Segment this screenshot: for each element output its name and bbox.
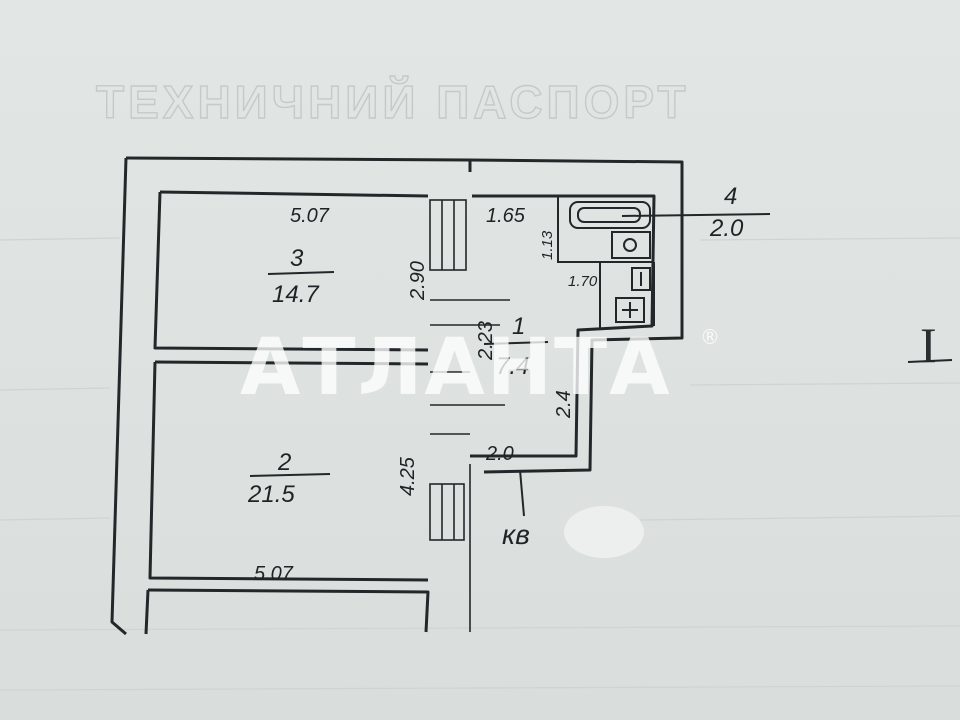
room-1-number: 1 xyxy=(512,313,525,340)
faint-form-lines xyxy=(0,237,960,691)
toilet-icon xyxy=(615,297,645,323)
room-1-area: 7.4 xyxy=(496,353,529,380)
hall-top-dim: 1.65 xyxy=(486,205,526,227)
room-3-area: 14.7 xyxy=(272,281,320,308)
hall-bottom-dim: 2.0 xyxy=(485,443,514,465)
bath-width-dim: 1.70 xyxy=(568,273,598,290)
room-2-label: 2 21.5 xyxy=(247,449,331,508)
room-3-number: 3 xyxy=(290,245,304,272)
room-2-depth-dim: 4.25 xyxy=(397,456,419,496)
section-mark: I xyxy=(920,317,937,373)
apartment-label: кв xyxy=(502,519,530,550)
hall-side-dim: 2.23 xyxy=(475,321,497,361)
room-2-number: 2 xyxy=(277,449,291,476)
entrance-leader-line xyxy=(519,469,525,517)
bath-side-dim: 1.13 xyxy=(539,230,556,260)
room-3-width-dim: 5.07 xyxy=(290,205,330,227)
window-frames xyxy=(429,199,510,632)
watermark-registered-mark: ® xyxy=(700,325,720,349)
washbasin-icon xyxy=(611,231,651,259)
section-mark-underline xyxy=(907,359,953,363)
faint-header-text: ТЕХНИЧНИЙ ПАСПОРТ xyxy=(96,76,690,128)
room-3-depth-dim: 2.90 xyxy=(407,261,429,301)
watermark-logo: АТЛАНТА xyxy=(240,323,672,413)
redaction-patch xyxy=(564,506,644,558)
room-4-number: 4 xyxy=(724,183,737,210)
room-4-label: 4 2.0 xyxy=(709,183,744,242)
room-3-label: 3 14.7 xyxy=(267,245,335,308)
walls xyxy=(110,156,684,636)
fixture-icon xyxy=(631,267,651,291)
room-2-area: 21.5 xyxy=(247,481,295,508)
hall-right-dim: 2.4 xyxy=(553,390,575,419)
room-4-leader-line xyxy=(621,213,771,217)
room-1-label: 1 7.4 xyxy=(483,313,549,380)
room-2-width-dim: 5.07 xyxy=(254,563,294,585)
room-4-area: 2.0 xyxy=(709,215,744,242)
